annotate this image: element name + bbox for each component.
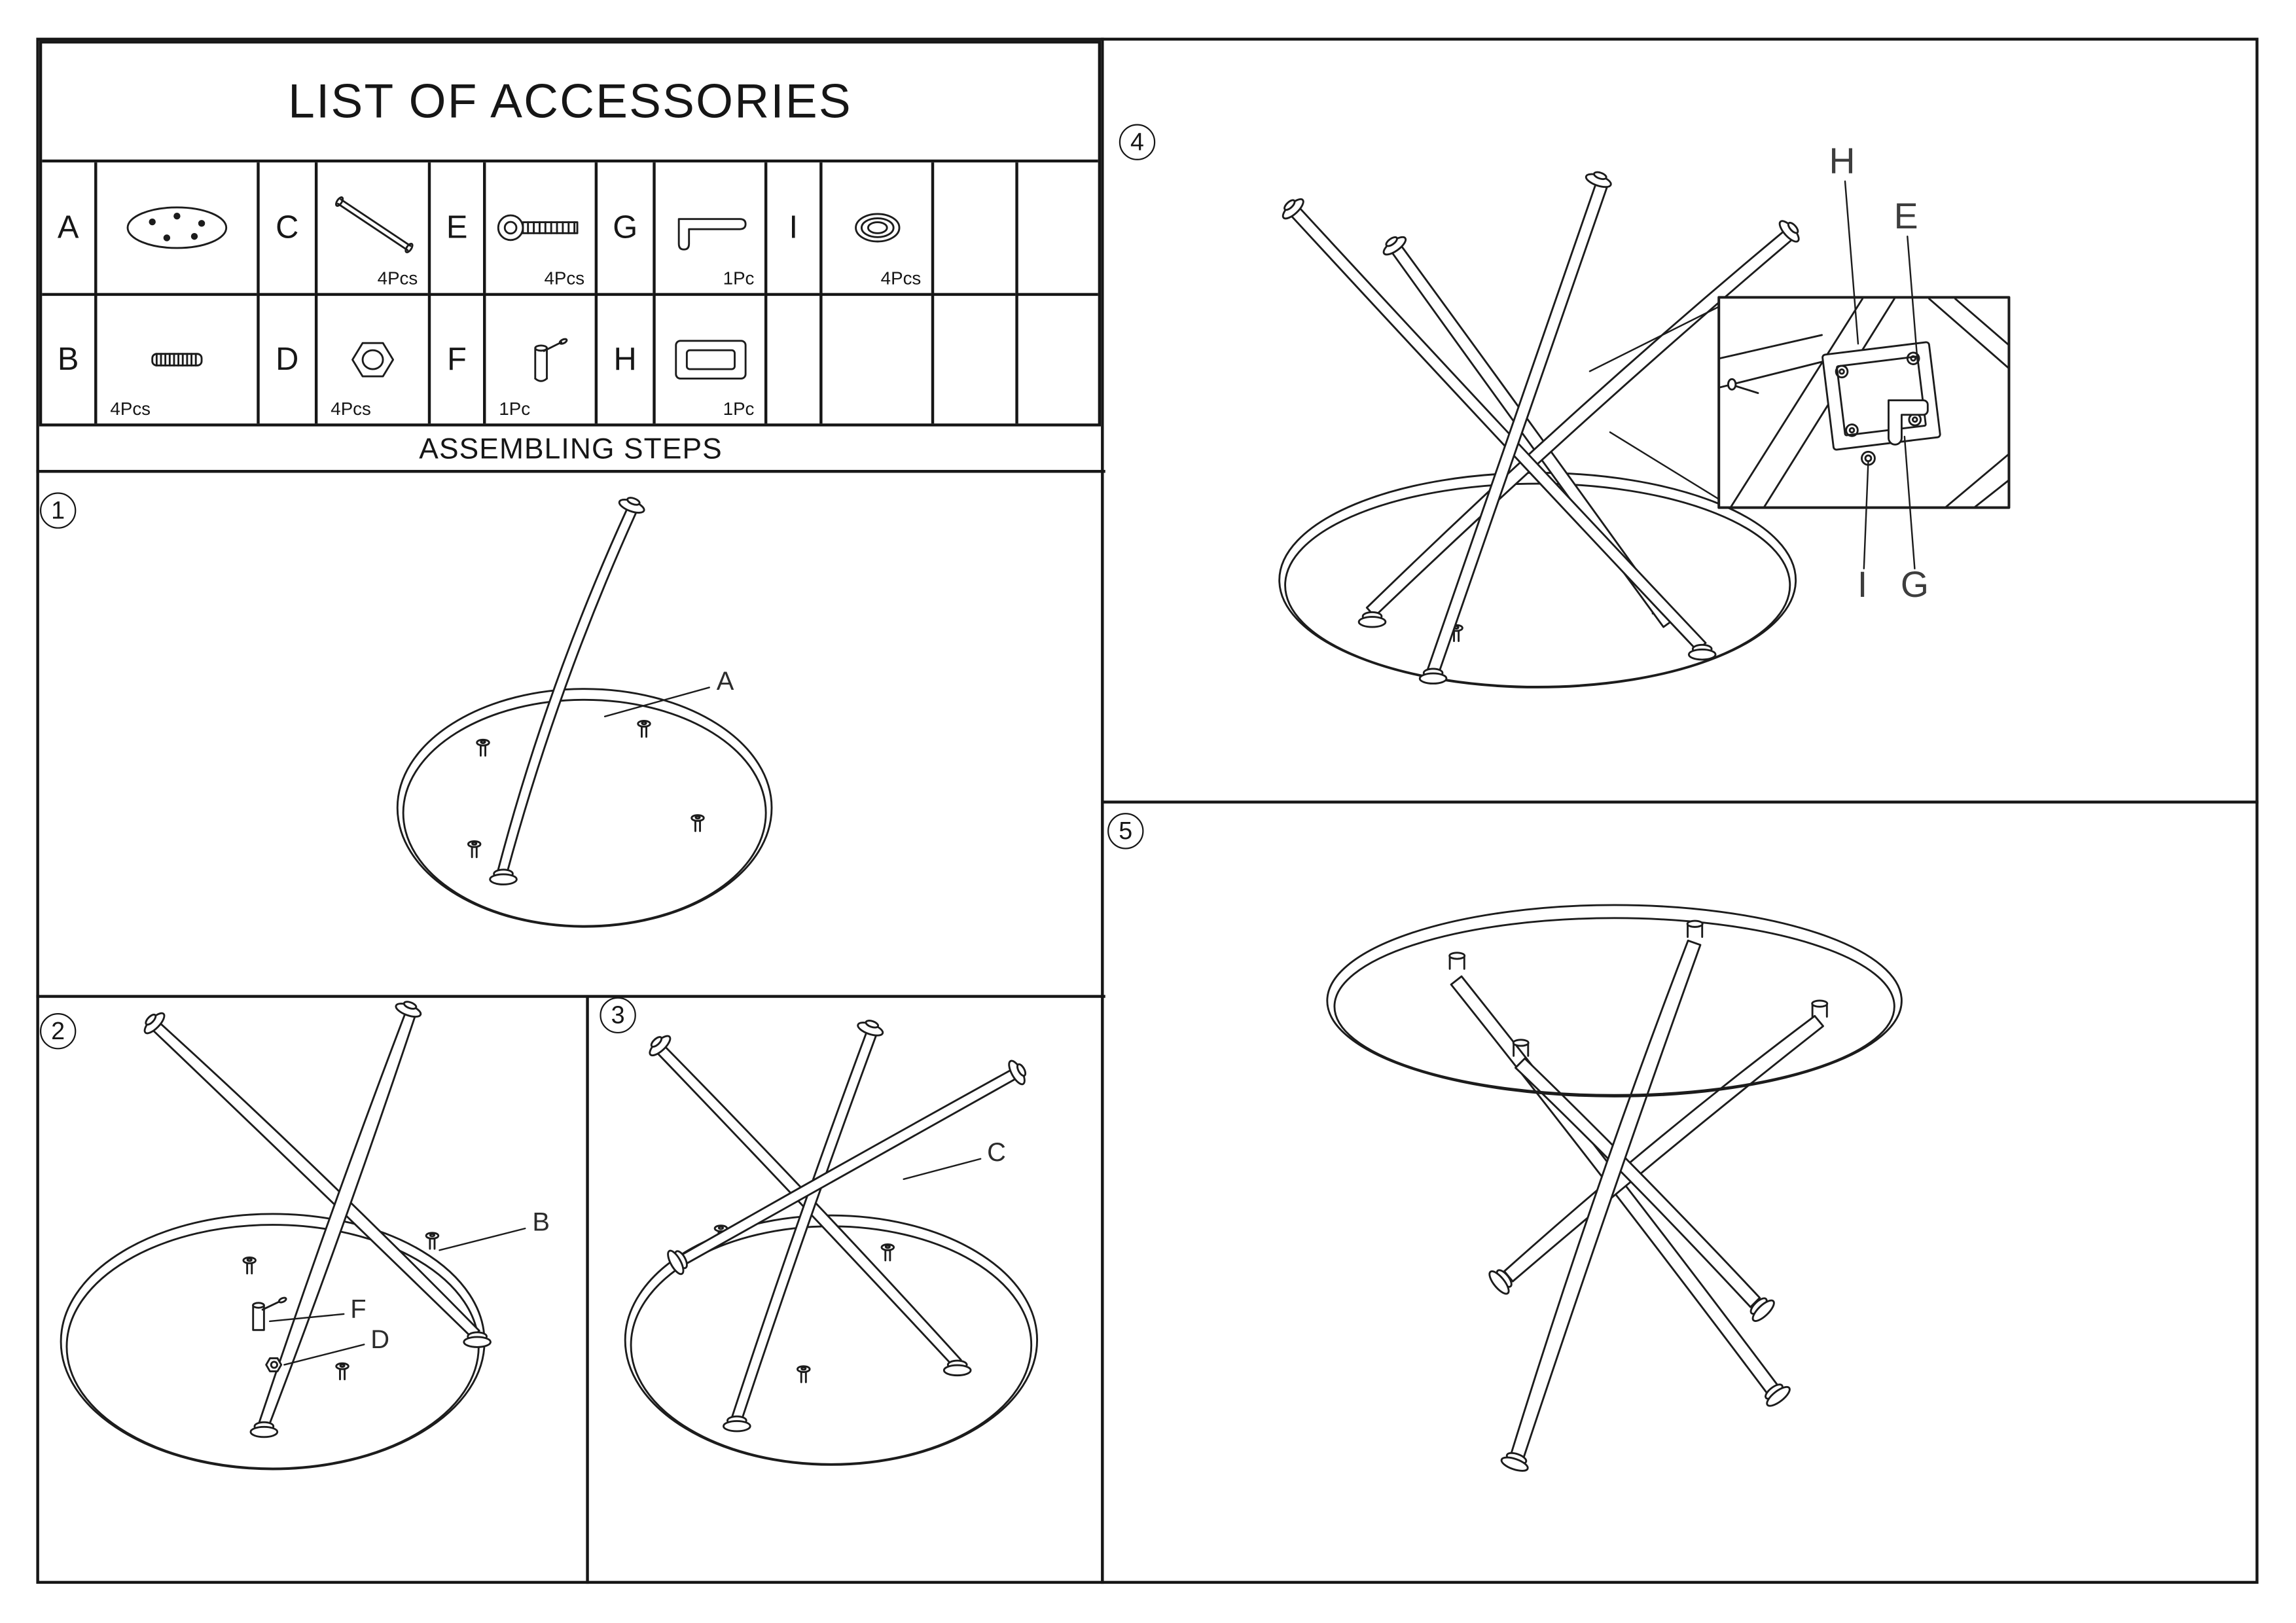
accessory-letter-a: A — [57, 209, 79, 245]
accessory-item-b: 4Pcs — [94, 293, 257, 424]
step-4-label-g: G — [1900, 565, 1929, 606]
allen-key — [1888, 399, 1929, 446]
empty-cell — [931, 162, 1016, 293]
left-horizontal-divider — [36, 995, 1105, 998]
step-2-label-b: B — [532, 1207, 550, 1237]
step-4-label-h: H — [1829, 141, 1856, 183]
machine-screw-icon — [496, 214, 578, 241]
step-1-illustration — [396, 493, 773, 928]
leg-top-stubs — [1448, 919, 1829, 1057]
accessory-letter-e: E — [427, 162, 483, 293]
table-leg — [152, 1022, 480, 1339]
empty-cell — [819, 293, 931, 424]
frame-bracket-icon — [674, 340, 746, 380]
table-leg — [1515, 1057, 1761, 1308]
accessory-item-e: 4Pcs — [482, 162, 595, 293]
step-4-number: 4 — [1119, 124, 1156, 160]
washer-icon — [854, 213, 900, 243]
empty-cell — [1015, 162, 1098, 293]
step-2-label-d: D — [370, 1325, 390, 1354]
empty-cell — [764, 293, 820, 424]
step-4-illustration — [1277, 168, 2011, 688]
accessory-qty: 4Pcs — [544, 268, 585, 289]
accessory-letter-d: D — [257, 293, 315, 424]
step-4-label-i: I — [1857, 565, 1868, 606]
assembling-steps-header: ASSEMBLING STEPS — [36, 429, 1105, 473]
step-3-illustration — [624, 1016, 1039, 1466]
step-2-label-f: F — [350, 1294, 367, 1324]
step-3-number: 3 — [600, 997, 636, 1034]
accessory-letter-g: G — [594, 162, 653, 293]
accessory-letter-c: C — [257, 162, 315, 293]
accessory-item-c: 4Pcs — [314, 162, 428, 293]
mounting-plate-icon — [126, 206, 228, 249]
accessory-item-a — [94, 162, 257, 293]
spacer-bolt-icon — [533, 338, 567, 382]
table-leg — [1503, 1015, 1824, 1283]
steps-2-3-divider — [586, 996, 589, 1584]
step-1-label-a: A — [716, 666, 734, 696]
accessories-grid: A C 4Pcs E — [42, 162, 1098, 424]
allen-key-icon — [677, 218, 746, 251]
accessory-qty: 4Pcs — [331, 399, 371, 419]
right-horizontal-divider — [1102, 800, 2259, 804]
accessory-letter-i: I — [764, 162, 819, 293]
accessory-qty: 1Pc — [499, 399, 531, 419]
accessories-title: LIST OF ACCESSORIES — [42, 43, 1098, 163]
step-5-illustration — [1326, 904, 1903, 1472]
step-4-label-e: E — [1893, 196, 1918, 238]
accessory-item-f: 1Pc — [482, 293, 595, 424]
empty-cell — [931, 293, 1016, 424]
empty-cell — [1015, 293, 1098, 424]
step-4-detail-inset — [1717, 296, 2011, 509]
accessory-qty: 4Pcs — [880, 268, 922, 289]
accessory-item-h: 1Pc — [653, 293, 764, 424]
hex-nut — [265, 1357, 283, 1372]
accessory-letter-f: F — [427, 293, 483, 424]
step-2-illustration — [60, 997, 526, 1471]
hex-nut-icon — [351, 342, 395, 378]
accessory-item-d: 4Pcs — [314, 293, 428, 424]
accessory-item-i: 4Pcs — [819, 162, 931, 293]
accessory-item-g: 1Pc — [653, 162, 764, 293]
corner-bracket — [1821, 341, 1941, 451]
accessory-letter-h: H — [594, 293, 653, 424]
leg-rod-icon — [335, 196, 414, 253]
accessory-qty: 1Pc — [723, 399, 755, 419]
sheet-border — [36, 37, 2259, 1584]
accessory-qty: 4Pcs — [377, 268, 418, 289]
glass-top — [1326, 904, 1903, 1097]
accessory-letter-b: B — [42, 293, 95, 423]
table-leg — [1290, 207, 1707, 652]
step-5-number: 5 — [1107, 813, 1144, 849]
step-3-label-c: C — [987, 1137, 1006, 1167]
main-vertical-divider — [1101, 37, 1104, 1584]
threaded-stud-icon — [151, 353, 203, 366]
accessory-qty: 4Pcs — [110, 399, 151, 419]
step-1-number: 1 — [39, 492, 77, 529]
accessories-table: LIST OF ACCESSORIES A C — [39, 41, 1102, 427]
accessory-qty: 1Pc — [723, 268, 755, 289]
step-2-number: 2 — [39, 1013, 77, 1050]
